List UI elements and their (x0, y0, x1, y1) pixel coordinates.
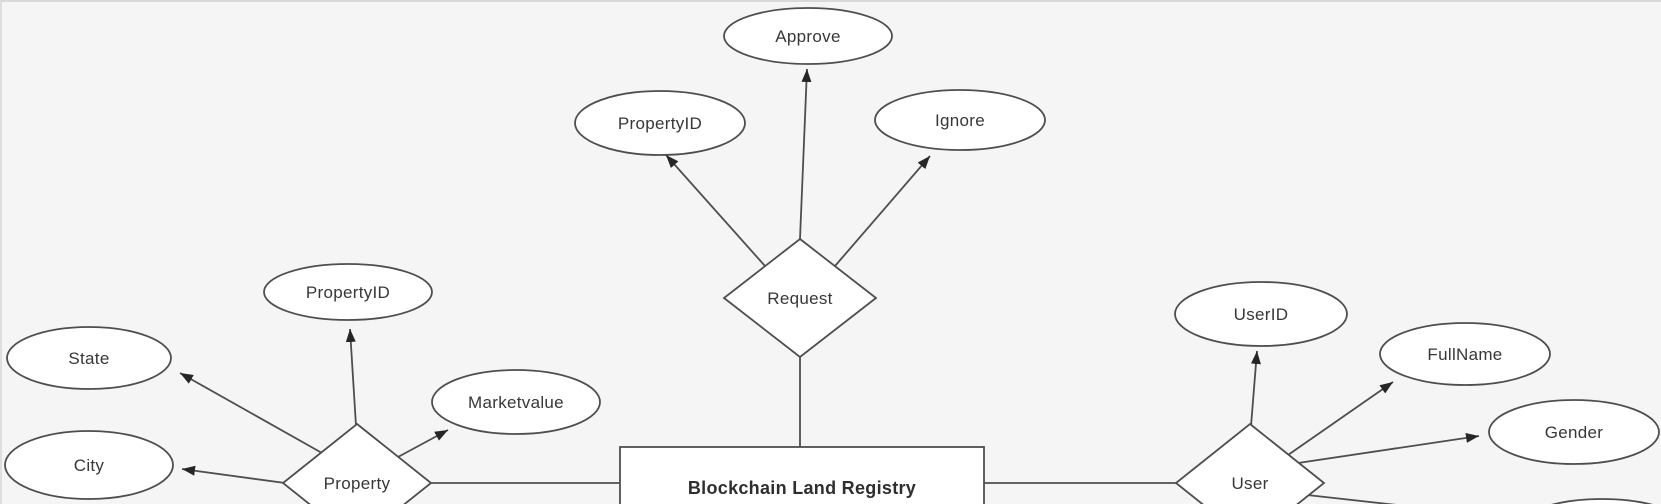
attribute-label-propertyid-property: PropertyID (306, 283, 390, 302)
relationship-label-user: User (1231, 474, 1268, 493)
edge-property-marketvalue (397, 429, 449, 458)
attribute-ellipse-ignore (874, 89, 1046, 151)
edge-user-fullname (1287, 381, 1394, 456)
attribute-label-gender: Gender (1545, 423, 1604, 442)
attribute-ellipse-propertyid-property (263, 263, 433, 321)
edge-user-cutoff (1306, 494, 1397, 504)
attribute-ellipse-fullname (1379, 322, 1551, 386)
attribute-label-fullname: FullName (1427, 345, 1502, 364)
edge-request-ignore (834, 155, 931, 267)
attribute-label-userid: UserID (1234, 305, 1289, 324)
edge-user-userid (1250, 350, 1261, 427)
edge-property-state (179, 372, 323, 454)
attribute-ellipse-gender (1488, 399, 1660, 465)
edge-user-gender (1297, 432, 1480, 464)
attribute-ellipse-approve (723, 7, 893, 65)
edge-property-city (181, 465, 286, 484)
edge-request-approve (799, 68, 812, 240)
attribute-ellipse-attribute-cutoff-bottom-right (1551, 498, 1653, 504)
attribute-label-approve: Approve (775, 27, 840, 46)
attribute-label-ignore: Ignore (935, 111, 985, 130)
edges-layer (179, 68, 1480, 504)
attribute-ellipse-userid (1174, 281, 1348, 347)
relationship-label-property: Property (324, 474, 391, 493)
entity-rect-blockchain-land-registry (619, 446, 985, 504)
edge-request-propertyid (665, 154, 766, 267)
entity-label-blockchain-land-registry: Blockchain Land Registry (688, 478, 916, 498)
relationship-diamond-user (1174, 422, 1326, 504)
attribute-label-state: State (68, 349, 109, 368)
attribute-ellipse-marketvalue (431, 369, 601, 435)
relationship-label-request: Request (767, 289, 832, 308)
attribute-ellipse-state (6, 326, 172, 390)
attribute-ellipse-city (4, 430, 174, 500)
attribute-label-marketvalue: Marketvalue (468, 393, 564, 412)
attribute-label-city: City (74, 456, 105, 475)
attribute-ellipse-propertyid-request (574, 90, 746, 156)
relationship-diamond-property (281, 422, 433, 504)
edge-property-propertyid (345, 328, 357, 427)
attribute-label-propertyid-request: PropertyID (618, 114, 702, 133)
relationship-diamond-request (722, 237, 878, 359)
